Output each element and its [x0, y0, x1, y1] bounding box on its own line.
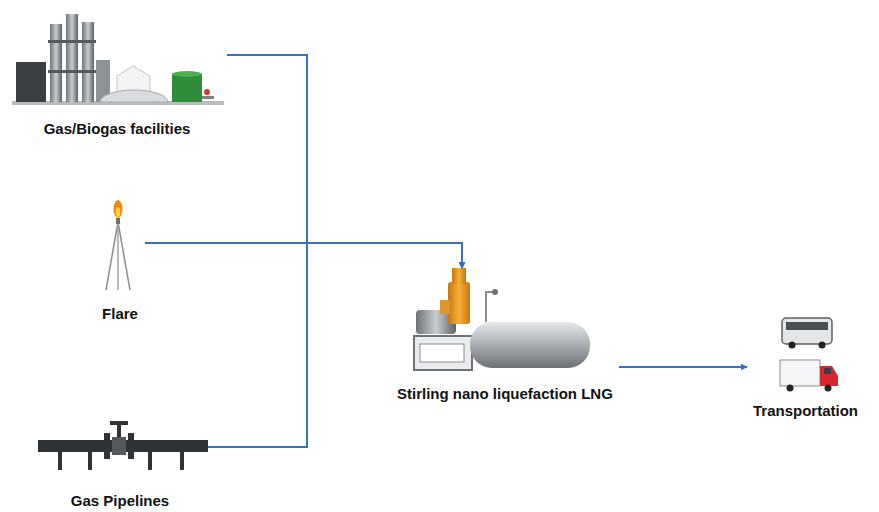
label-text: Gas/Biogas facilities [42, 120, 193, 137]
node-label: Transportation [747, 402, 864, 420]
flare-illustration [106, 200, 130, 290]
transport-node: Transportation [747, 312, 864, 420]
label-text: Stirling nano liquefaction LNG [395, 385, 615, 402]
label-text: Transportation [751, 402, 860, 419]
facility-illustration [12, 14, 224, 105]
flow-arrow [227, 55, 462, 268]
flare-node: Flare [95, 195, 145, 323]
node-label: Stirling nano liquefaction LNG [391, 385, 619, 403]
flow-arrow [145, 243, 462, 268]
label-text: Gas Pipelines [69, 492, 171, 509]
vehicles-illustration [780, 318, 838, 392]
liquefaction-machine [414, 268, 590, 370]
label-text: Flare [100, 305, 140, 322]
flow-arrow [619, 366, 747, 368]
facility-node: Gas/Biogas facilities [7, 8, 227, 138]
node-label: Gas/Biogas facilities [7, 120, 227, 138]
pipeline-node: Gas Pipelines [32, 420, 208, 510]
flow-arrow [208, 243, 462, 447]
node-label: Gas Pipelines [32, 492, 208, 510]
liquefaction-node: Stirling nano liquefaction LNG [391, 268, 619, 403]
pipeline-illustration [38, 421, 208, 470]
node-label: Flare [95, 305, 145, 323]
